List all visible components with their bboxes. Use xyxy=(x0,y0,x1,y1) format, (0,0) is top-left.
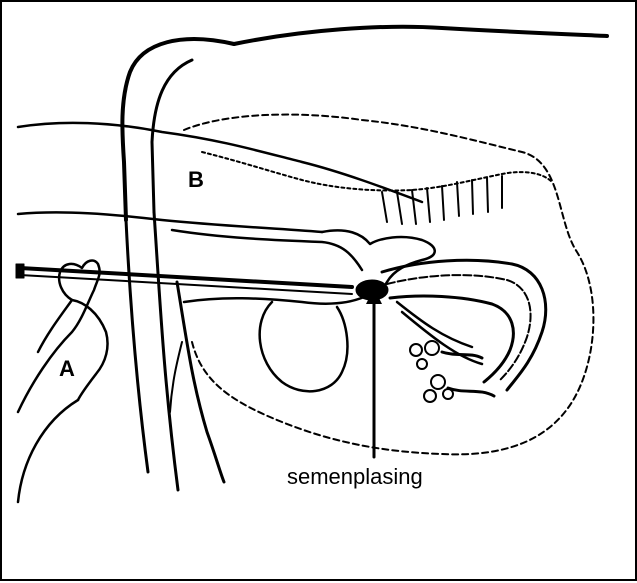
body-wall-line-3 xyxy=(177,282,224,482)
hand-a-fingers xyxy=(72,300,108,400)
hand-a-wrist xyxy=(18,400,78,502)
bladder-loop xyxy=(260,302,348,391)
uterine-horn-middle xyxy=(387,275,531,380)
tail-left-line xyxy=(122,39,234,220)
uterine-horn-outer xyxy=(382,260,546,390)
body-wall-line-2 xyxy=(154,212,178,490)
label-a: A xyxy=(59,356,75,382)
ovaries xyxy=(410,341,453,402)
arm-b-lower-edge xyxy=(18,212,322,232)
animal-back-outline xyxy=(234,27,607,44)
vagina-upper xyxy=(172,230,362,270)
label-b: B xyxy=(188,167,204,193)
body-wall-line-4 xyxy=(170,342,182,412)
hand-a-outline xyxy=(18,261,100,412)
vagina-lower xyxy=(184,297,364,304)
colon-ridge-1 xyxy=(382,176,502,224)
semen-placement-caption: semenplasing xyxy=(287,464,423,490)
body-wall-line-1 xyxy=(126,220,148,472)
gun-tip xyxy=(16,264,24,278)
